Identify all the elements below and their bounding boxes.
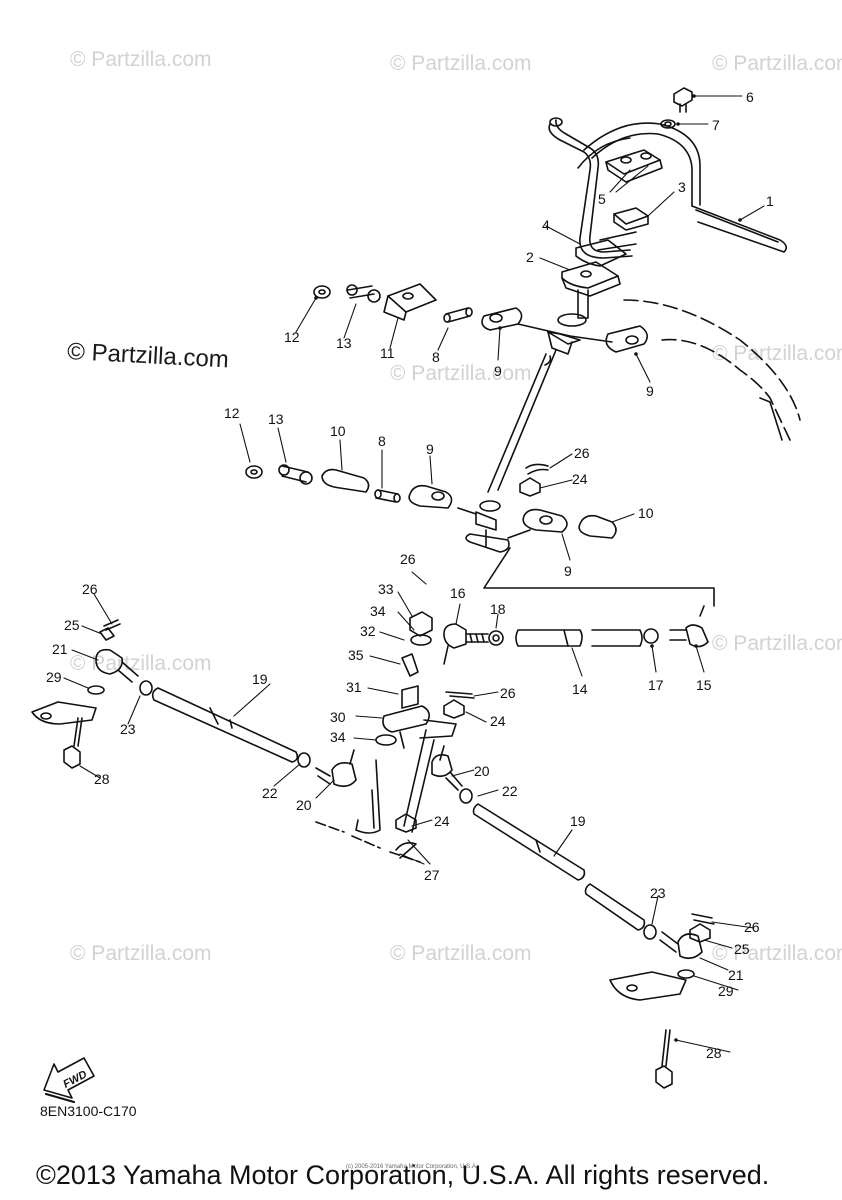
callout-25: 25: [734, 941, 750, 957]
callout-4: 4: [542, 217, 550, 233]
callout-27: 27: [424, 867, 440, 883]
callout-9: 9: [426, 441, 434, 457]
callout-29: 29: [718, 983, 734, 999]
callout-23: 23: [650, 885, 666, 901]
chassis-outline: [623, 299, 801, 441]
pitman-assembly: [315, 611, 457, 863]
callout-26: 26: [574, 445, 590, 461]
callout-13: 13: [268, 411, 284, 427]
handlebar: [548, 117, 788, 259]
callout-23: 23: [120, 721, 136, 737]
callout-26: 26: [500, 685, 516, 701]
callout-21: 21: [52, 641, 68, 657]
callout-22: 22: [262, 785, 278, 801]
watermark: © Partzilla.com: [70, 48, 212, 71]
callout-26: 26: [744, 919, 760, 935]
callout-18: 18: [490, 601, 506, 617]
callout-26: 26: [400, 551, 416, 567]
callout-11: 11: [380, 345, 395, 361]
callout-25: 25: [64, 617, 80, 633]
callout-22: 22: [502, 783, 518, 799]
handlebar-clamp: [605, 149, 663, 231]
left-tie-rod: [31, 619, 357, 788]
callout-20: 20: [296, 797, 312, 813]
callout-19: 19: [570, 813, 586, 829]
watermark: © Partzilla.com: [712, 342, 842, 365]
leader-lines: [63, 95, 765, 1053]
callout-29: 29: [46, 669, 62, 685]
callout-16: 16: [450, 585, 466, 601]
callout-8: 8: [378, 433, 386, 449]
callout-21: 21: [728, 967, 744, 983]
callout-6: 6: [746, 89, 754, 105]
watermark: © Partzilla.com: [712, 52, 842, 75]
copyright-notice: ©2013 Yamaha Motor Corporation, U.S.A. A…: [36, 1160, 770, 1190]
clamp-bolt: [660, 87, 693, 129]
callout-9: 9: [646, 383, 654, 399]
callout-10: 10: [638, 505, 654, 521]
upper-link-parts: [313, 283, 648, 353]
fwd-arrow-icon: [43, 1057, 95, 1104]
center-nuts: [395, 691, 475, 859]
watermark: © Partzilla.com: [390, 942, 532, 965]
watermark: © Partzilla.com: [390, 52, 532, 75]
drag-link: [443, 605, 709, 665]
callout-28: 28: [94, 771, 110, 787]
callout-32: 32: [360, 623, 376, 639]
callout-24: 24: [490, 713, 506, 729]
lower-link-parts: [245, 464, 617, 539]
callout-12: 12: [284, 329, 300, 345]
cotter-nut-upper: [519, 463, 549, 497]
watermark: © Partzilla.com: [390, 362, 532, 385]
callout-24: 24: [434, 813, 450, 829]
callout-24: 24: [572, 471, 588, 487]
small-notice: (c) 2005-2016 Yamaha Motor Corporation, …: [346, 1164, 478, 1170]
callouts: 1 2 3 4 5 6 7 8 8 9 9 9 9 10 10 11 12 12…: [46, 89, 774, 1061]
callout-30: 30: [330, 709, 346, 725]
callout-9: 9: [564, 563, 572, 579]
callout-8: 8: [432, 349, 440, 365]
callout-26: 26: [82, 581, 98, 597]
right-tie-rod: [431, 745, 715, 1089]
assembly-line: [483, 547, 715, 607]
callout-17: 17: [648, 677, 664, 693]
callout-2: 2: [526, 249, 534, 265]
callout-20: 20: [474, 763, 490, 779]
callout-10: 10: [330, 423, 346, 439]
callout-19: 19: [252, 671, 268, 687]
callout-5: 5: [598, 191, 606, 207]
callout-3: 3: [678, 179, 686, 195]
callout-1: 1: [766, 193, 774, 209]
watermark: © Partzilla.com: [70, 652, 212, 675]
callout-28: 28: [706, 1045, 722, 1061]
callout-7: 7: [712, 117, 720, 133]
callout-15: 15: [696, 677, 712, 693]
callout-9: 9: [494, 363, 502, 379]
link-line: [517, 323, 613, 343]
watermark: © Partzilla.com: [70, 942, 212, 965]
callout-12: 12: [224, 405, 240, 421]
handlebar-holder: [561, 239, 627, 297]
watermark: © Partzilla.com: [712, 942, 842, 965]
callout-35: 35: [348, 647, 364, 663]
leader-tips: [314, 94, 742, 1042]
watermark: © Partzilla.com: [712, 632, 842, 655]
callout-33: 33: [378, 581, 394, 597]
diagram-code: 8EN3100-C170: [40, 1103, 137, 1119]
callout-14: 14: [572, 681, 588, 697]
callout-31: 31: [346, 679, 362, 695]
callout-34: 34: [370, 603, 386, 619]
callout-34: 34: [330, 729, 346, 745]
callout-13: 13: [336, 335, 352, 351]
